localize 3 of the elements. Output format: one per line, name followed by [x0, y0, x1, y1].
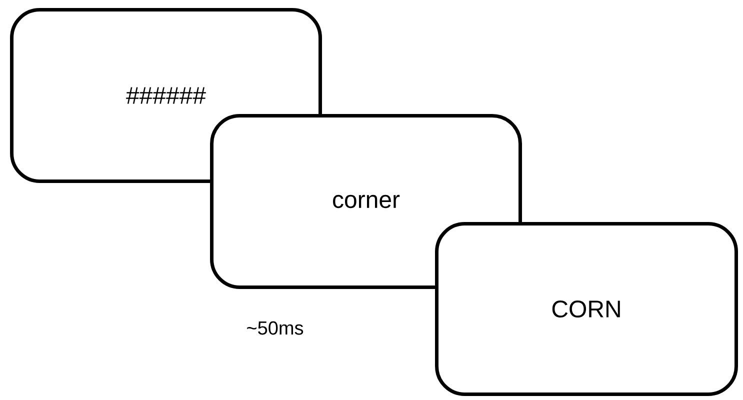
- duration-label: ~50ms: [247, 321, 304, 335]
- screen-box: corner: [210, 114, 522, 289]
- screen-box: CORN: [435, 222, 738, 396]
